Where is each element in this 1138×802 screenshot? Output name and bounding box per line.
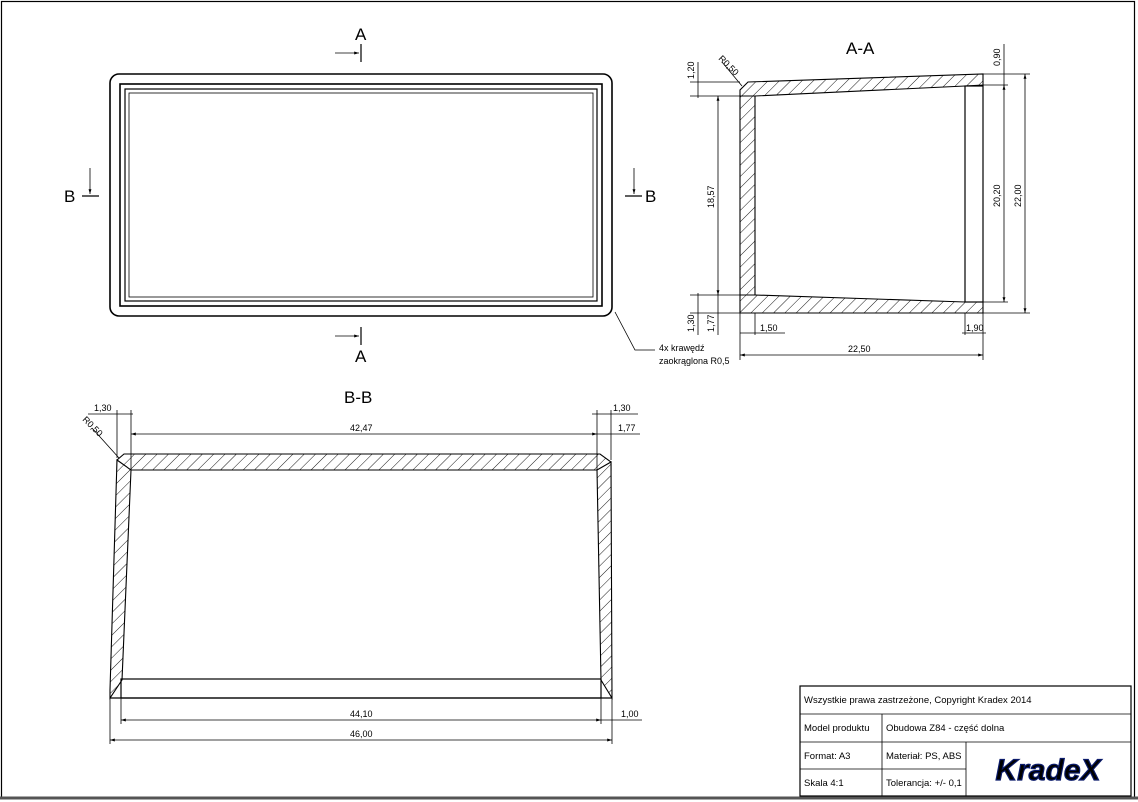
corner-note-line2: zaokrąglona R0,5 (659, 356, 730, 366)
aa-dim-inner-height: 18,57 (706, 185, 716, 208)
bb-dim-inner-top: 42,47 (350, 423, 373, 433)
section-bb-right-wall (596, 461, 613, 700)
aa-dim-bottom-b: 1,77 (706, 314, 716, 332)
aa-dim-outer-right: 22,00 (1013, 184, 1023, 207)
bb-dim-overall: 46,00 (350, 729, 373, 739)
aa-dim-length: 22,50 (848, 344, 871, 354)
top-view-outer-outline (109, 73, 613, 317)
aa-dim-top-thickness: 1,20 (686, 61, 696, 79)
corner-note-leader (614, 311, 655, 351)
section-aa-bottom-wall (739, 294, 984, 314)
title-model-label: Model produktu (804, 723, 869, 734)
aa-radius-leader (721, 61, 743, 87)
bb-dim-foot: 1,00 (621, 709, 639, 719)
section-aa-left-wall (739, 95, 756, 296)
section-bb-top-wall (116, 453, 612, 471)
bb-dim-corner-radius: R0,50 (81, 414, 105, 438)
bb-dim-bottom-inner: 44,10 (350, 709, 373, 719)
section-b-label-left: B (64, 187, 75, 206)
section-aa-rim-outline (964, 85, 984, 303)
section-bb-left-wall (109, 458, 132, 700)
aa-dim-foot: 1,90 (966, 323, 984, 333)
top-view: A A B B 4x krawędź zaokrąglona R0,5 (64, 25, 730, 366)
section-aa-view: A-A 1,20 R0,50 18,57 1,30 1,77 1,50 1,90… (686, 39, 1030, 360)
section-a-label-bottom: A (355, 347, 367, 366)
aa-dim-wall: 1,50 (760, 323, 778, 333)
title-model-value: Obudowa Z84 - część dolna (886, 723, 1005, 734)
bb-dim-right-wall: 1,77 (618, 423, 636, 433)
bb-radius-leader (91, 427, 120, 459)
top-view-rim-outline (119, 83, 603, 307)
section-aa-title: A-A (846, 39, 875, 58)
section-bb-title: B-B (344, 388, 372, 407)
title-copyright: Wszystkie prawa zastrzeżone, Copyright K… (804, 695, 1032, 706)
title-format: Format: A3 (804, 751, 850, 762)
aa-dim-right-top: 0,90 (992, 48, 1002, 66)
aa-dim-corner-radius: R0,50 (717, 53, 741, 77)
section-bb-view: B-B 1,30 R0,50 1,30 42,47 1,77 44,10 1,0… (81, 388, 642, 744)
section-bb-rim-outline (120, 678, 602, 699)
top-view-inner-outline (124, 88, 598, 302)
bb-dim-left-top: 1,30 (94, 403, 112, 413)
section-b-label-right: B (645, 187, 656, 206)
title-material: Materiał: PS, ABS (886, 751, 962, 762)
section-a-label-top: A (355, 25, 367, 44)
title-scale: Skala 4:1 (804, 778, 844, 789)
title-tolerance: Tolerancja: +/- 0,1 (886, 778, 962, 789)
section-aa-top-wall (739, 73, 984, 97)
title-block-frame (799, 685, 1132, 797)
bb-dim-right-top: 1,30 (613, 403, 631, 413)
top-view-floor-outline (128, 92, 594, 298)
aa-dim-inner-right: 20,20 (992, 184, 1002, 207)
kradex-logo: KradeX (995, 754, 1102, 787)
corner-note-line1: 4x krawędź (659, 343, 705, 353)
title-block: Wszystkie prawa zastrzeżone, Copyright K… (799, 685, 1132, 797)
aa-dim-bottom-a: 1,30 (686, 314, 696, 332)
